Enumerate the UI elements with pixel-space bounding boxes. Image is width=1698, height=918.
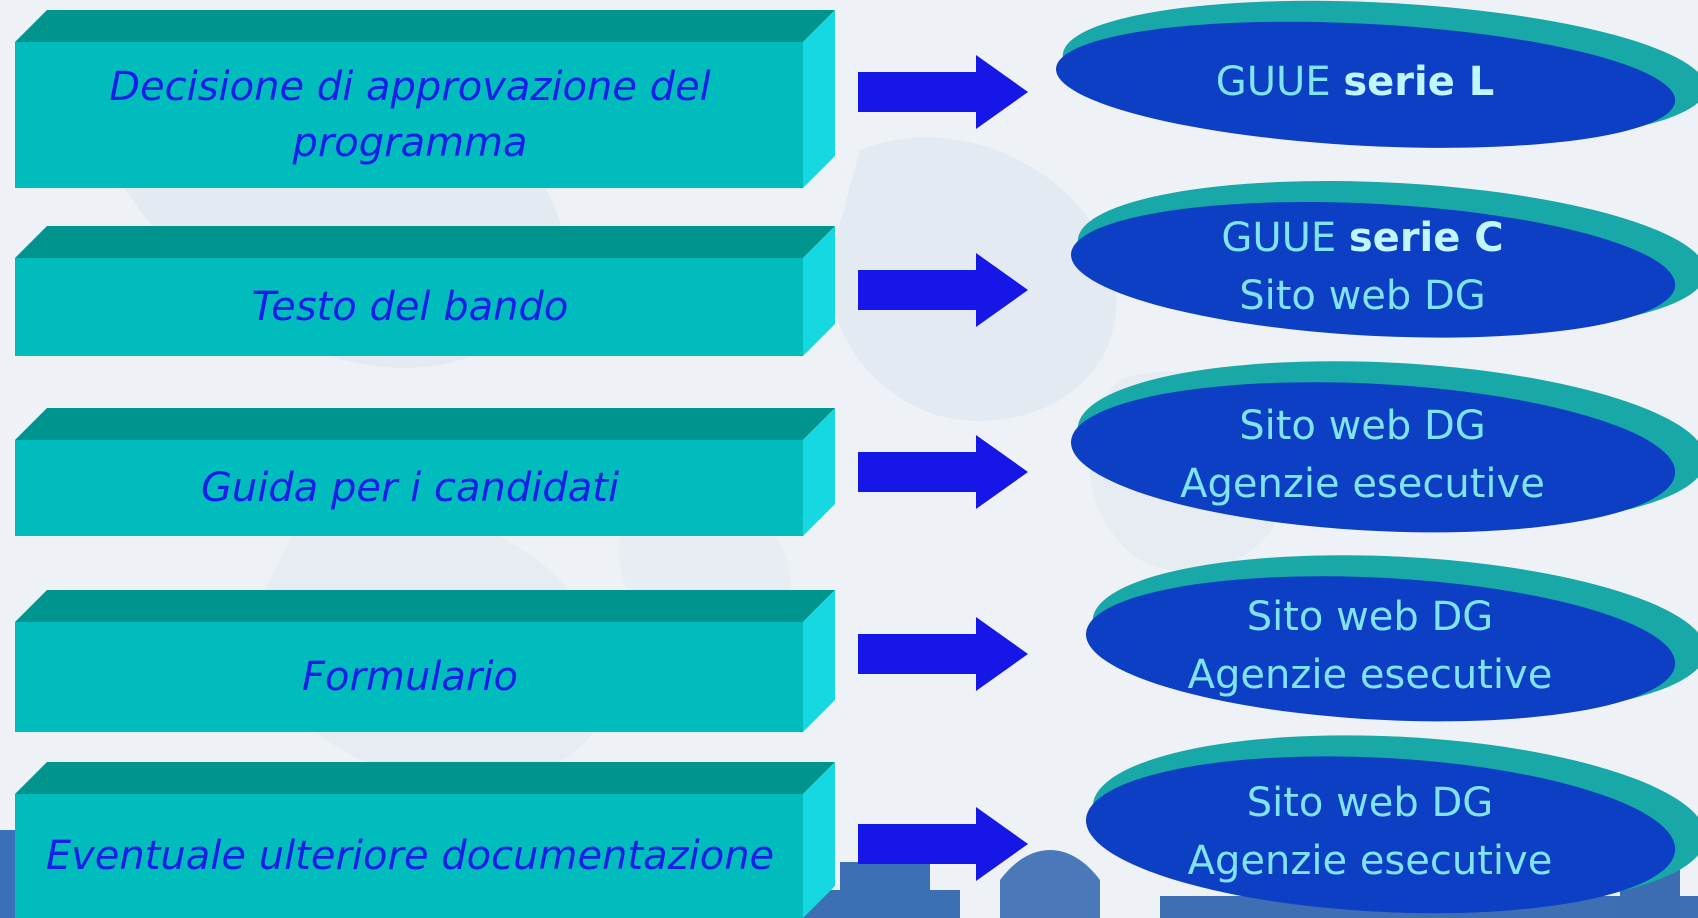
source-box: Guida per i candidati [15, 408, 835, 536]
destination-label: GUUE serie L [1040, 12, 1670, 152]
source-box: Formulario [15, 590, 835, 732]
source-label: Formulario [302, 654, 518, 700]
destination-disc: GUUE serie C Sito web DG [1055, 181, 1698, 342]
box-side-face [803, 590, 835, 732]
destination-disc: Sito web DG Agenzie esecutive [1055, 361, 1698, 537]
disc-face [1085, 756, 1676, 914]
disc-face [1085, 576, 1676, 722]
destination-line: Sito web DG [1239, 397, 1486, 455]
source-box: Eventuale ulteriore documentazione [15, 762, 835, 918]
box-top-face [15, 226, 835, 258]
destination-text: GUUE [1215, 59, 1344, 105]
destination-disc: Sito web DG Agenzie esecutive [1070, 735, 1698, 918]
destination-label: Sito web DG Agenzie esecutive [1070, 746, 1670, 918]
box-front-face [15, 794, 803, 918]
box-shape [15, 10, 835, 188]
destination-text: Sito web DG [1239, 273, 1486, 319]
arrow-icon [858, 807, 1028, 881]
destination-disc: Sito web DG Agenzie esecutive [1070, 555, 1698, 726]
destination-label: Sito web DG Agenzie esecutive [1055, 372, 1670, 537]
destination-line: Sito web DG [1239, 267, 1486, 325]
source-label: Decisione di approvazione del programma [109, 64, 711, 166]
box-shape [15, 590, 835, 732]
box-side-face [803, 762, 835, 918]
destination-label: GUUE serie C Sito web DG [1055, 192, 1670, 342]
box-top-face [15, 762, 835, 794]
destination-disc: GUUE serie L [1040, 0, 1698, 152]
box-shape [15, 408, 835, 536]
box-front-face [15, 258, 803, 356]
disc-shape [1070, 181, 1698, 338]
destination-label: Sito web DG Agenzie esecutive [1070, 566, 1670, 726]
destination-line: Agenzie esecutive [1180, 455, 1545, 513]
source-box: Decisione di approvazione del programma [15, 10, 835, 188]
source-box: Testo del bando [15, 226, 835, 356]
arrow-icon [858, 253, 1028, 327]
destination-text: Sito web DG [1239, 402, 1486, 449]
disc-shape [1070, 361, 1698, 533]
destination-text: Agenzie esecutive [1187, 838, 1553, 884]
disc-face [1055, 21, 1676, 148]
box-side-face [803, 10, 835, 188]
disc-face [1070, 382, 1676, 533]
destination-series: serie L [1343, 59, 1495, 105]
box-shape [15, 762, 835, 918]
destination-text: Agenzie esecutive [1180, 460, 1545, 507]
source-label: Testo del bando [251, 284, 569, 330]
box-top-face [15, 408, 835, 440]
box-front-face [15, 42, 803, 188]
arrow-icon [858, 55, 1028, 129]
destination-line: GUUE serie L [1216, 53, 1494, 111]
destination-line: Agenzie esecutive [1188, 832, 1553, 890]
disc-shape [1085, 555, 1698, 722]
destination-series: serie C [1348, 215, 1504, 261]
arrow-icon [858, 435, 1028, 509]
source-label: Guida per i candidati [200, 465, 620, 511]
box-top-face [15, 590, 835, 622]
destination-text: GUUE [1221, 215, 1349, 261]
disc-face [1070, 201, 1676, 338]
destination-line: Agenzie esecutive [1188, 646, 1553, 704]
destination-text: Sito web DG [1246, 780, 1494, 826]
arrow-icon [858, 617, 1028, 691]
box-side-face [803, 408, 835, 536]
box-side-face [803, 226, 835, 356]
disc-shape [1085, 735, 1698, 914]
destination-line: Sito web DG [1247, 774, 1494, 832]
destination-text: Agenzie esecutive [1187, 652, 1553, 698]
disc-shape [1055, 0, 1698, 148]
box-front-face [15, 440, 803, 536]
box-shape [15, 226, 835, 356]
source-label: Eventuale ulteriore documentazione [45, 833, 775, 879]
destination-line: GUUE serie C [1221, 209, 1503, 267]
box-top-face [15, 10, 835, 42]
destination-text: Sito web DG [1246, 594, 1494, 640]
destination-line: Sito web DG [1247, 588, 1494, 646]
box-front-face [15, 622, 803, 732]
